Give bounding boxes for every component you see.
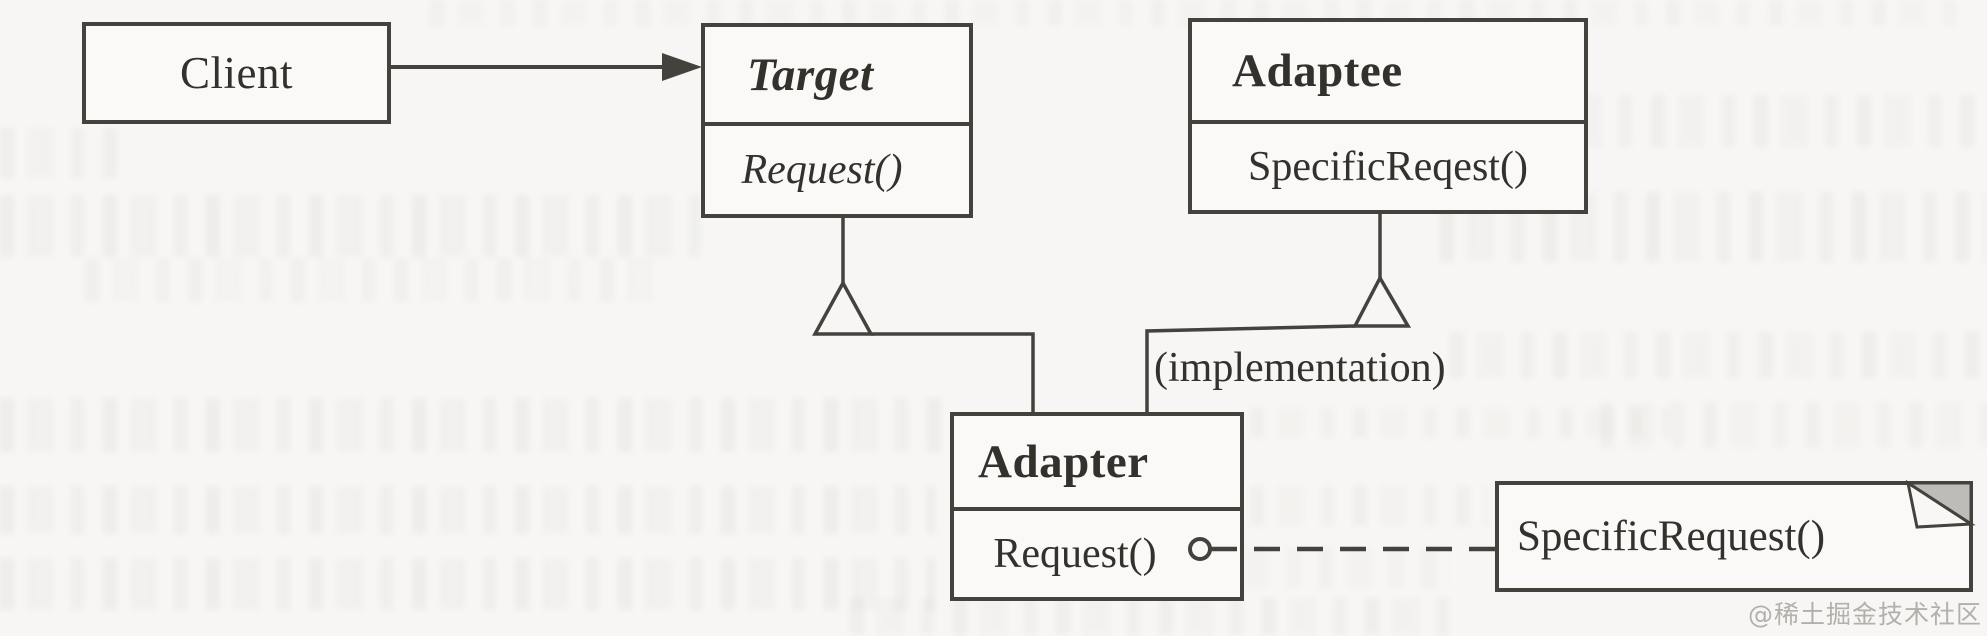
note-box (1495, 481, 1973, 592)
class-name-target: Target (705, 27, 969, 126)
class-box-adaptee: Adaptee SpecificReqest() (1188, 18, 1588, 214)
adaptee-implementation-elbow (1145, 324, 1356, 414)
method-target-request: Request() (741, 147, 903, 193)
note-fold-icon (1905, 479, 1976, 529)
method-adapter-request: Request() (993, 531, 1157, 577)
class-methods-adaptee: SpecificReqest() (1192, 124, 1584, 210)
watermark: @稀土掘金技术社区 (1747, 600, 1982, 629)
arrowhead-icon (662, 53, 702, 81)
target-inheritance-elbow (871, 332, 1035, 414)
class-methods-target: Request() (705, 126, 969, 214)
class-box-target: Target Request() (701, 23, 973, 218)
class-box-client: Client (82, 22, 391, 124)
class-methods-adapter: Request() (954, 511, 1240, 597)
lollipop-circle-icon (1188, 537, 1212, 561)
implementation-label: (implementation) (1154, 345, 1446, 391)
inheritance-triangle-icon (812, 279, 874, 336)
implementation-triangle-icon (1352, 274, 1412, 328)
note-text: SpecificRequest() (1516, 513, 1826, 560)
method-adaptee-specificreqest: SpecificReqest() (1248, 144, 1528, 190)
class-name-adaptee: Adaptee (1192, 22, 1584, 124)
class-name-adapter: Adapter (954, 416, 1240, 511)
class-box-adapter: Adapter Request() (950, 412, 1244, 601)
class-name-client: Client (180, 48, 293, 98)
